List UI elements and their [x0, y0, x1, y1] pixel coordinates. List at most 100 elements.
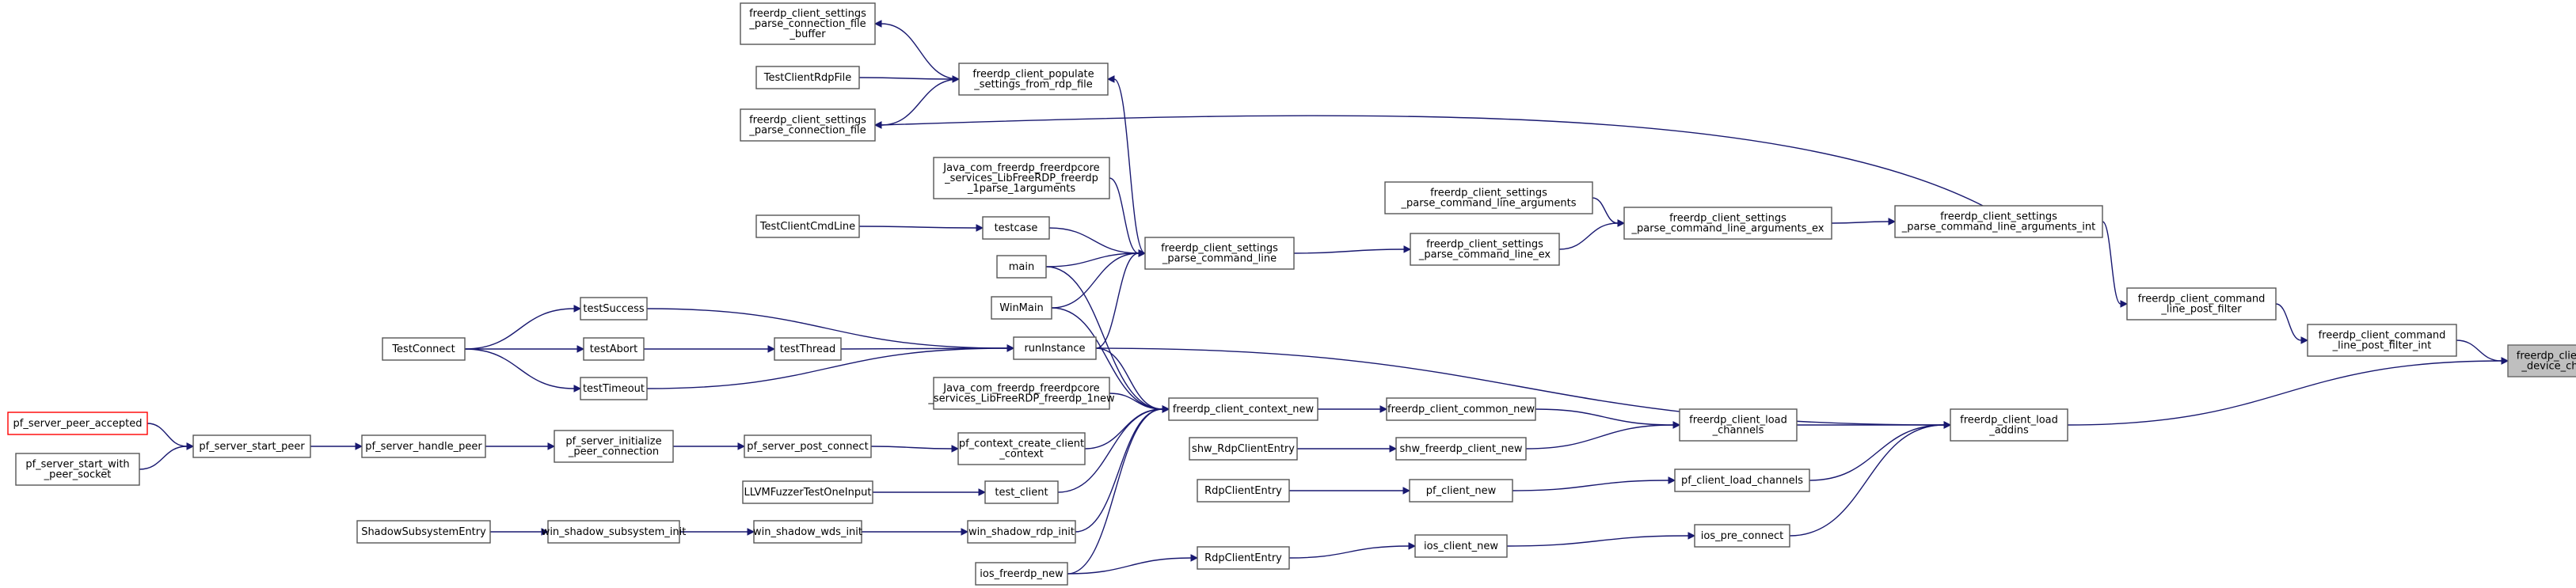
edge-testconnect-to-testsuccess	[464, 305, 582, 350]
node-ios-freerdp-new[interactable]: ios_freerdp_new	[975, 562, 1068, 586]
node-pf-load-channels[interactable]: pf_client_load_channels	[1674, 469, 1810, 492]
node-rdp-entry-ios[interactable]: RdpClientEntry	[1197, 546, 1290, 570]
node-shadow-entry[interactable]: ShadowSubsystemEntry	[356, 520, 491, 544]
node-testcase[interactable]: testcase	[982, 216, 1050, 240]
node-testsuccess[interactable]: testSuccess	[580, 297, 648, 321]
edge-parse-cmd-ex-to-parse-args-ex	[1558, 219, 1626, 250]
node-cmd-post-filter-int[interactable]: freerdp_client_command_line_post_filter_…	[2307, 324, 2457, 357]
node-box	[580, 297, 648, 321]
node-box	[15, 453, 140, 486]
node-label: freerdp_client_add	[2517, 351, 2576, 362]
node-label: _addins	[1988, 425, 2029, 437]
edge-context-new-to-common-new	[1318, 405, 1388, 413]
edge-parse-args-ex-to-parse-args-int	[1831, 218, 1897, 226]
edge-ios-client-new-to-ios-pre-connect	[1506, 532, 1696, 547]
node-java-parse[interactable]: Java_com_freerdp_freerdpcore_services_Li…	[933, 157, 1110, 199]
node-cmd-post-filter[interactable]: freerdp_client_command_line_post_filter	[2126, 287, 2277, 321]
node-pf-init-peer[interactable]: pf_server_initialize_peer_connection	[554, 430, 674, 463]
edge-pf-handle-peer-to-pf-init-peer	[485, 442, 556, 450]
node-pf-start-socket[interactable]: pf_server_start_with_peer_socket	[15, 453, 140, 486]
node-testabort[interactable]: testAbort	[583, 337, 645, 361]
node-pf-peer-accepted[interactable]: pf_server_peer_accepted	[7, 412, 148, 435]
edge-populate-to-parse-conn-buffer	[873, 20, 960, 80]
node-label: freerdp_client_settings	[1430, 188, 1547, 199]
node-label: _1parse_1arguments	[967, 183, 1075, 195]
node-label: _services_LibFreeRDP_freerdp	[944, 173, 1098, 184]
node-box	[996, 255, 1047, 279]
node-java-new[interactable]: Java_com_freerdp_freerdpcore_services_Li…	[927, 377, 1115, 410]
node-box	[2507, 344, 2576, 377]
edge-parse-cmd-to-populate	[1106, 75, 1146, 254]
node-test-rdp-file[interactable]: TestClientRdpFile	[755, 66, 860, 89]
node-populate[interactable]: freerdp_client_populate_settings_from_rd…	[958, 63, 1109, 96]
node-rdp-entry-pf[interactable]: RdpClientEntry	[1197, 479, 1290, 503]
node-pf-start-peer[interactable]: pf_server_start_peer	[192, 434, 311, 458]
node-box	[583, 337, 645, 361]
node-label: _parse_command_line_arguments	[1400, 198, 1576, 210]
node-label: TestClientRdpFile	[763, 72, 852, 84]
node-box	[740, 108, 876, 142]
node-parse-conn-file[interactable]: freerdp_client_settings_parse_connection…	[740, 108, 876, 142]
node-label: _services_LibFreeRDP_freerdp_1new	[927, 393, 1115, 405]
edge-pf-client-new-to-pf-load-channels	[1512, 476, 1676, 491]
node-box	[991, 296, 1052, 320]
node-testthread[interactable]: testThread	[774, 337, 842, 361]
node-runinstance[interactable]: runInstance	[1013, 336, 1097, 360]
node-common-new[interactable]: freerdp_client_common_new	[1386, 397, 1536, 421]
node-box	[382, 337, 466, 361]
edge-testabort-to-testthread	[644, 345, 776, 353]
edge-shw-freerdp-new-to-load-channels	[1525, 421, 1681, 450]
node-parse-args-int[interactable]: freerdp_client_settings_parse_command_li…	[1894, 205, 2103, 238]
node-box	[753, 520, 862, 544]
node-load-addins[interactable]: freerdp_client_load_addins	[1950, 408, 2068, 442]
node-root[interactable]: freerdp_client_add_device_channel	[2507, 344, 2576, 377]
node-label: TestClientCmdLine	[759, 221, 855, 233]
node-label: shw_freerdp_client_new	[1400, 443, 1523, 455]
node-label: win_shadow_subsystem_init	[542, 526, 687, 538]
node-ios-pre-connect[interactable]: ios_pre_connect	[1694, 524, 1790, 548]
node-test-client[interactable]: test_client	[984, 480, 1059, 504]
node-main[interactable]: main	[996, 255, 1047, 279]
node-label: win_shadow_rdp_init	[968, 526, 1075, 538]
node-pf-client-new[interactable]: pf_client_new	[1409, 479, 1513, 503]
node-box	[755, 214, 860, 238]
node-test-cmdline[interactable]: TestClientCmdLine	[755, 214, 860, 238]
node-testtimeout[interactable]: testTimeout	[580, 377, 648, 400]
node-ios-client-new[interactable]: ios_client_new	[1414, 534, 1508, 558]
edge-ios-freerdp-new-to-rdp-entry-ios	[1067, 554, 1199, 575]
node-box	[1894, 205, 2103, 238]
node-label: freerdp_client_settings	[749, 8, 866, 20]
node-box	[933, 377, 1110, 410]
node-label: freerdp_client_command	[2138, 294, 2266, 305]
node-testconnect[interactable]: TestConnect	[382, 337, 466, 361]
node-context-new[interactable]: freerdp_client_context_new	[1168, 397, 1318, 421]
node-pf-create-ctx[interactable]: pf_context_create_client_context	[957, 432, 1086, 465]
node-label: pf_server_handle_peer	[365, 441, 482, 453]
edge-ios-pre-connect-to-load-addins	[1789, 421, 1952, 537]
node-label: shw_RdpClientEntry	[1192, 443, 1295, 455]
node-box	[547, 520, 680, 544]
node-win-shadow-subsys[interactable]: win_shadow_subsystem_init	[542, 520, 687, 544]
node-parse-conn-buffer[interactable]: freerdp_client_settings_parse_connection…	[740, 2, 876, 45]
node-parse-args[interactable]: freerdp_client_settings_parse_command_li…	[1384, 181, 1593, 214]
node-win-shadow-rdp[interactable]: win_shadow_rdp_init	[967, 520, 1076, 544]
node-label: freerdp_client_load	[1689, 415, 1787, 427]
node-shw-freerdp-new[interactable]: shw_freerdp_client_new	[1395, 437, 1527, 461]
node-shw-entry[interactable]: shw_RdpClientEntry	[1189, 437, 1298, 461]
node-winmain[interactable]: WinMain	[991, 296, 1052, 320]
node-parse-args-ex[interactable]: freerdp_client_settings_parse_command_li…	[1623, 207, 1832, 240]
node-label: _parse_command_line_ex	[1418, 249, 1551, 261]
node-win-shadow-wds[interactable]: win_shadow_wds_init	[753, 520, 862, 544]
node-pf-post-connect[interactable]: pf_server_post_connect	[744, 434, 872, 458]
edge-pf-post-connect-to-pf-create-ctx	[870, 445, 960, 453]
edge-pf-init-peer-to-pf-post-connect	[672, 442, 746, 450]
node-load-channels[interactable]: freerdp_client_load_channels	[1679, 408, 1798, 442]
node-box	[975, 562, 1068, 586]
node-label: _channels	[1712, 425, 1764, 437]
node-pf-handle-peer[interactable]: pf_server_handle_peer	[361, 434, 486, 458]
node-label: RdpClientEntry	[1204, 552, 1282, 564]
node-llvm-fuzzer[interactable]: LLVMFuzzerTestOneInput	[742, 480, 873, 504]
node-parse-cmd[interactable]: freerdp_client_settings_parse_command_li…	[1144, 237, 1295, 270]
node-parse-cmd-ex[interactable]: freerdp_client_settings_parse_command_li…	[1410, 233, 1560, 266]
